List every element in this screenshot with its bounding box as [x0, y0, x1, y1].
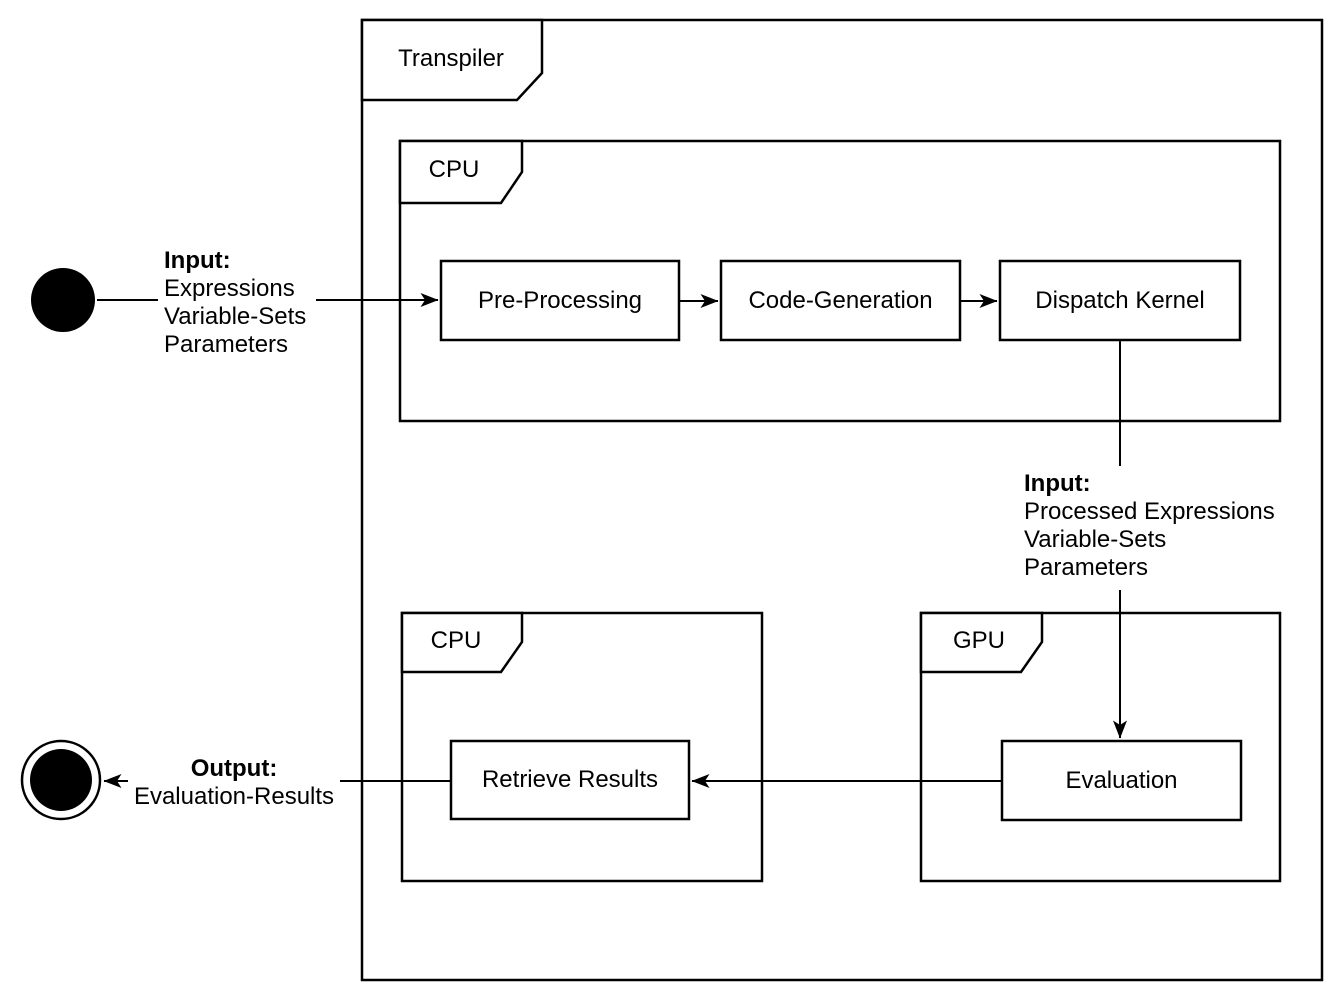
node-retrieve-results-label: Retrieve Results	[481, 766, 659, 793]
edge-label-input-start-title: Input:	[164, 247, 231, 274]
cpu-bottom-frame-tab	[400, 611, 524, 674]
node-code-generation	[719, 259, 962, 342]
node-dispatch-kernel	[998, 259, 1242, 342]
edge-label-input-gpu: Input: Processed Expressions Variable-Se…	[1018, 466, 1283, 590]
edge-label-input-gpu-line: Processed Expressions	[1024, 498, 1275, 525]
node-code-generation-label: Code-Generation	[748, 286, 933, 314]
transpiler-frame-label: Transpiler	[398, 45, 504, 72]
gpu-frame-label: GPU	[952, 627, 1005, 654]
edge-label-output-title: Output:	[190, 755, 278, 782]
cpu-top-frame-tab	[398, 139, 524, 205]
edge-label-input-gpu-line: Parameters	[1024, 554, 1149, 581]
node-evaluation	[1000, 739, 1243, 822]
transpiler-frame-tab	[360, 18, 544, 102]
initial-node	[31, 268, 95, 332]
edge-label-input-start-line: Parameters	[164, 331, 289, 358]
node-retrieve-results	[449, 739, 691, 821]
cpu-top-frame-label: CPU	[428, 156, 480, 183]
final-node-core	[30, 749, 92, 811]
cpu-bottom-frame-label: CPU	[430, 627, 482, 654]
edge-label-input-start-line: Variable-Sets	[164, 303, 307, 330]
edge-label-input-gpu-line: Variable-Sets	[1024, 526, 1167, 553]
node-pre-processing-label: Pre-Processing	[477, 286, 643, 314]
edge-label-output-line: Evaluation-Results	[133, 783, 335, 810]
node-evaluation-label: Evaluation	[1065, 766, 1178, 794]
edge-label-output: Output: Evaluation-Results	[128, 751, 340, 817]
node-dispatch-kernel-label: Dispatch Kernel	[1035, 286, 1205, 314]
edge-label-input-gpu-title: Input:	[1024, 470, 1091, 497]
edge-label-input-start: Input: Expressions Variable-Sets Paramet…	[158, 243, 317, 365]
edge-label-input-start-line: Expressions	[164, 275, 295, 302]
node-pre-processing	[439, 259, 681, 342]
gpu-frame-tab	[919, 611, 1044, 674]
